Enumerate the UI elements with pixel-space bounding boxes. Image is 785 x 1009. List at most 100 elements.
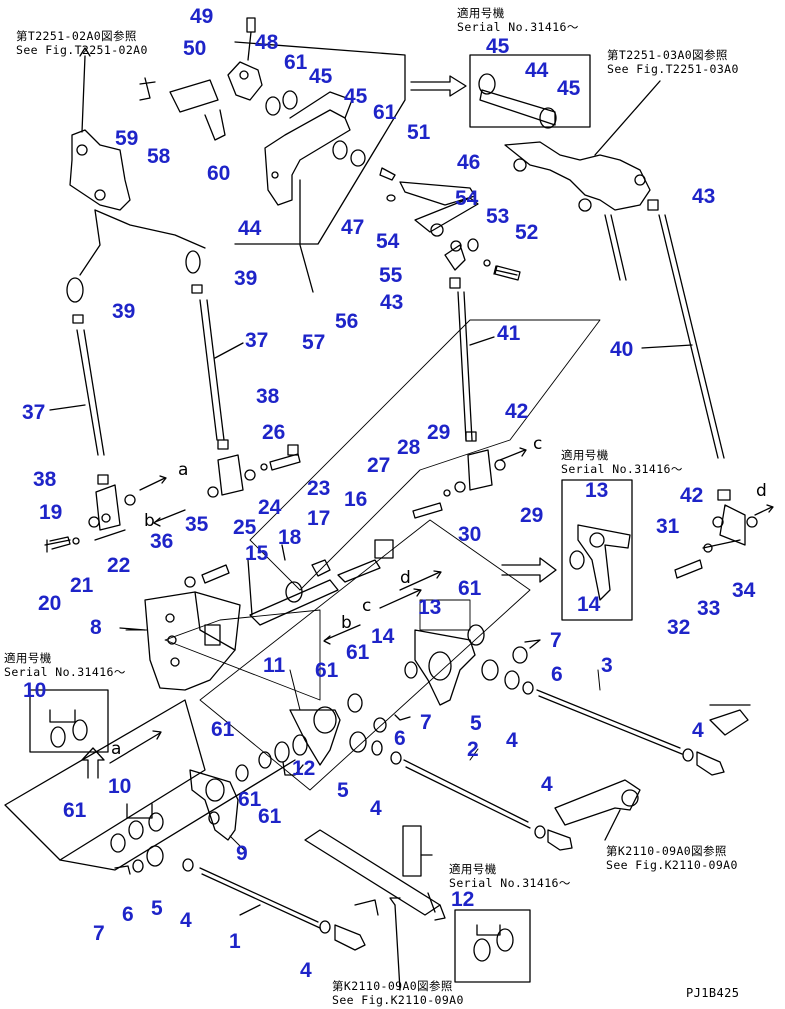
clevis-19-22-left (44, 474, 136, 553)
part-label-29: 29 (520, 504, 544, 527)
part-label-21: 21 (70, 574, 94, 597)
detail-box-top (469, 54, 591, 128)
part-label-60: 60 (207, 162, 231, 185)
detail-box-right (561, 479, 633, 621)
part-label-6: 6 (394, 727, 406, 750)
outline-inner-lines (164, 609, 321, 701)
part-label-37: 37 (245, 329, 269, 352)
rod-37-left (49, 277, 105, 456)
part-label-14: 14 (577, 593, 601, 616)
part-label-47: 47 (341, 216, 365, 239)
note-en: Serial No.31416～ (561, 462, 683, 477)
note-en: Serial No.31416～ (457, 20, 579, 35)
part-label-56: 56 (335, 310, 359, 333)
rod-40 (641, 199, 725, 459)
part-label-49: 49 (190, 5, 214, 28)
outline-plate-middle (199, 519, 531, 791)
part-label-30: 30 (458, 523, 482, 546)
part-label-24: 24 (258, 496, 282, 519)
connection-letter-a: a (178, 460, 189, 480)
part-label-1: 1 (229, 930, 241, 953)
note-jp: 適用号機 (4, 651, 52, 665)
part-label-36: 36 (150, 530, 174, 553)
note-see-fig-t2251-03a0: 第T2251-03A0図参照 See Fig.T2251-03A0 (607, 48, 739, 77)
shaft-15-assembly (247, 539, 394, 626)
detail-box-left (29, 689, 109, 753)
outline-plate-upper (249, 319, 601, 591)
connector-line-left-top (94, 209, 206, 249)
part-label-61: 61 (315, 659, 339, 682)
detail-arm-13-14 (569, 524, 631, 601)
part-label-51: 51 (407, 121, 431, 144)
connection-letter-d: d (756, 481, 767, 501)
note-en: Serial No.31416～ (4, 665, 126, 680)
part-label-5: 5 (337, 779, 349, 802)
part-label-10: 10 (23, 679, 47, 702)
note-serial-right: 適用号機 Serial No.31416～ (561, 448, 683, 477)
part-label-54: 54 (455, 187, 479, 210)
part-label-4: 4 (506, 729, 518, 752)
part-label-5: 5 (151, 897, 163, 920)
part-label-11: 11 (263, 654, 286, 677)
connection-letter-c: c (362, 596, 372, 616)
detail-arrow-left (81, 747, 105, 779)
connection-letter-c: c (533, 434, 543, 454)
part-label-59: 59 (115, 127, 139, 150)
part-label-45: 45 (486, 35, 510, 58)
bolt-35-36 (184, 564, 230, 588)
part-label-15: 15 (245, 542, 269, 565)
part-label-48: 48 (255, 31, 279, 54)
part-label-61: 61 (458, 577, 482, 600)
part-label-7: 7 (550, 629, 562, 652)
bracket-t2251-02a0 (69, 47, 131, 211)
part-label-61: 61 (63, 799, 87, 822)
part-label-53: 53 (486, 205, 510, 228)
part-label-20: 20 (38, 592, 62, 615)
note-jp: 第K2110-09A0図参照 (606, 844, 727, 858)
link-46 (379, 167, 521, 281)
bracket-8 (119, 591, 241, 691)
part-label-3: 3 (601, 654, 613, 677)
part-label-22: 22 (107, 554, 131, 577)
part-label-8: 8 (90, 616, 102, 639)
part-label-42: 42 (680, 484, 704, 507)
note-jp: 適用号機 (457, 6, 505, 20)
part-label-4: 4 (300, 959, 312, 982)
part-label-61: 61 (258, 805, 282, 828)
note-en: See Fig.K2110-09A0 (332, 993, 464, 1008)
part-label-61: 61 (284, 51, 308, 74)
detail-bushings-12 (473, 924, 514, 962)
part-label-26: 26 (262, 421, 286, 444)
note-en: Serial No.31416～ (449, 876, 571, 891)
rod-1 (146, 845, 379, 951)
connection-letter-a: a (111, 739, 122, 759)
part-label-32: 32 (667, 616, 691, 639)
note-see-fig-t2251-02a0: 第T2251-02A0図参照 See Fig.T2251-02A0 (16, 29, 148, 58)
detail-arrow-top (410, 75, 467, 97)
part-label-45: 45 (309, 65, 333, 88)
arm-11 (235, 693, 363, 782)
part-label-39: 39 (234, 267, 258, 290)
part-label-2: 2 (467, 738, 479, 761)
part-label-57: 57 (302, 331, 326, 354)
part-label-23: 23 (307, 477, 331, 500)
part-label-55: 55 (379, 264, 403, 287)
part-label-58: 58 (147, 145, 171, 168)
note-en: See Fig.K2110-09A0 (606, 858, 738, 873)
part-label-7: 7 (420, 711, 432, 734)
connection-letter-b: b (341, 613, 352, 633)
connector-line-center (299, 179, 314, 293)
part-label-4: 4 (692, 719, 704, 742)
part-label-6: 6 (122, 903, 134, 926)
note-en: See Fig.T2251-03A0 (607, 62, 739, 77)
link-48-49-50 (139, 17, 263, 141)
note-jp: 第K2110-09A0図参照 (332, 979, 453, 993)
part-label-4: 4 (541, 773, 553, 796)
part-label-39: 39 (112, 300, 136, 323)
part-label-45: 45 (344, 85, 368, 108)
clevis-31-34-far-right (674, 489, 758, 579)
part-label-61: 61 (238, 788, 262, 811)
connection-letter-b: b (144, 511, 155, 531)
part-label-4: 4 (370, 797, 382, 820)
